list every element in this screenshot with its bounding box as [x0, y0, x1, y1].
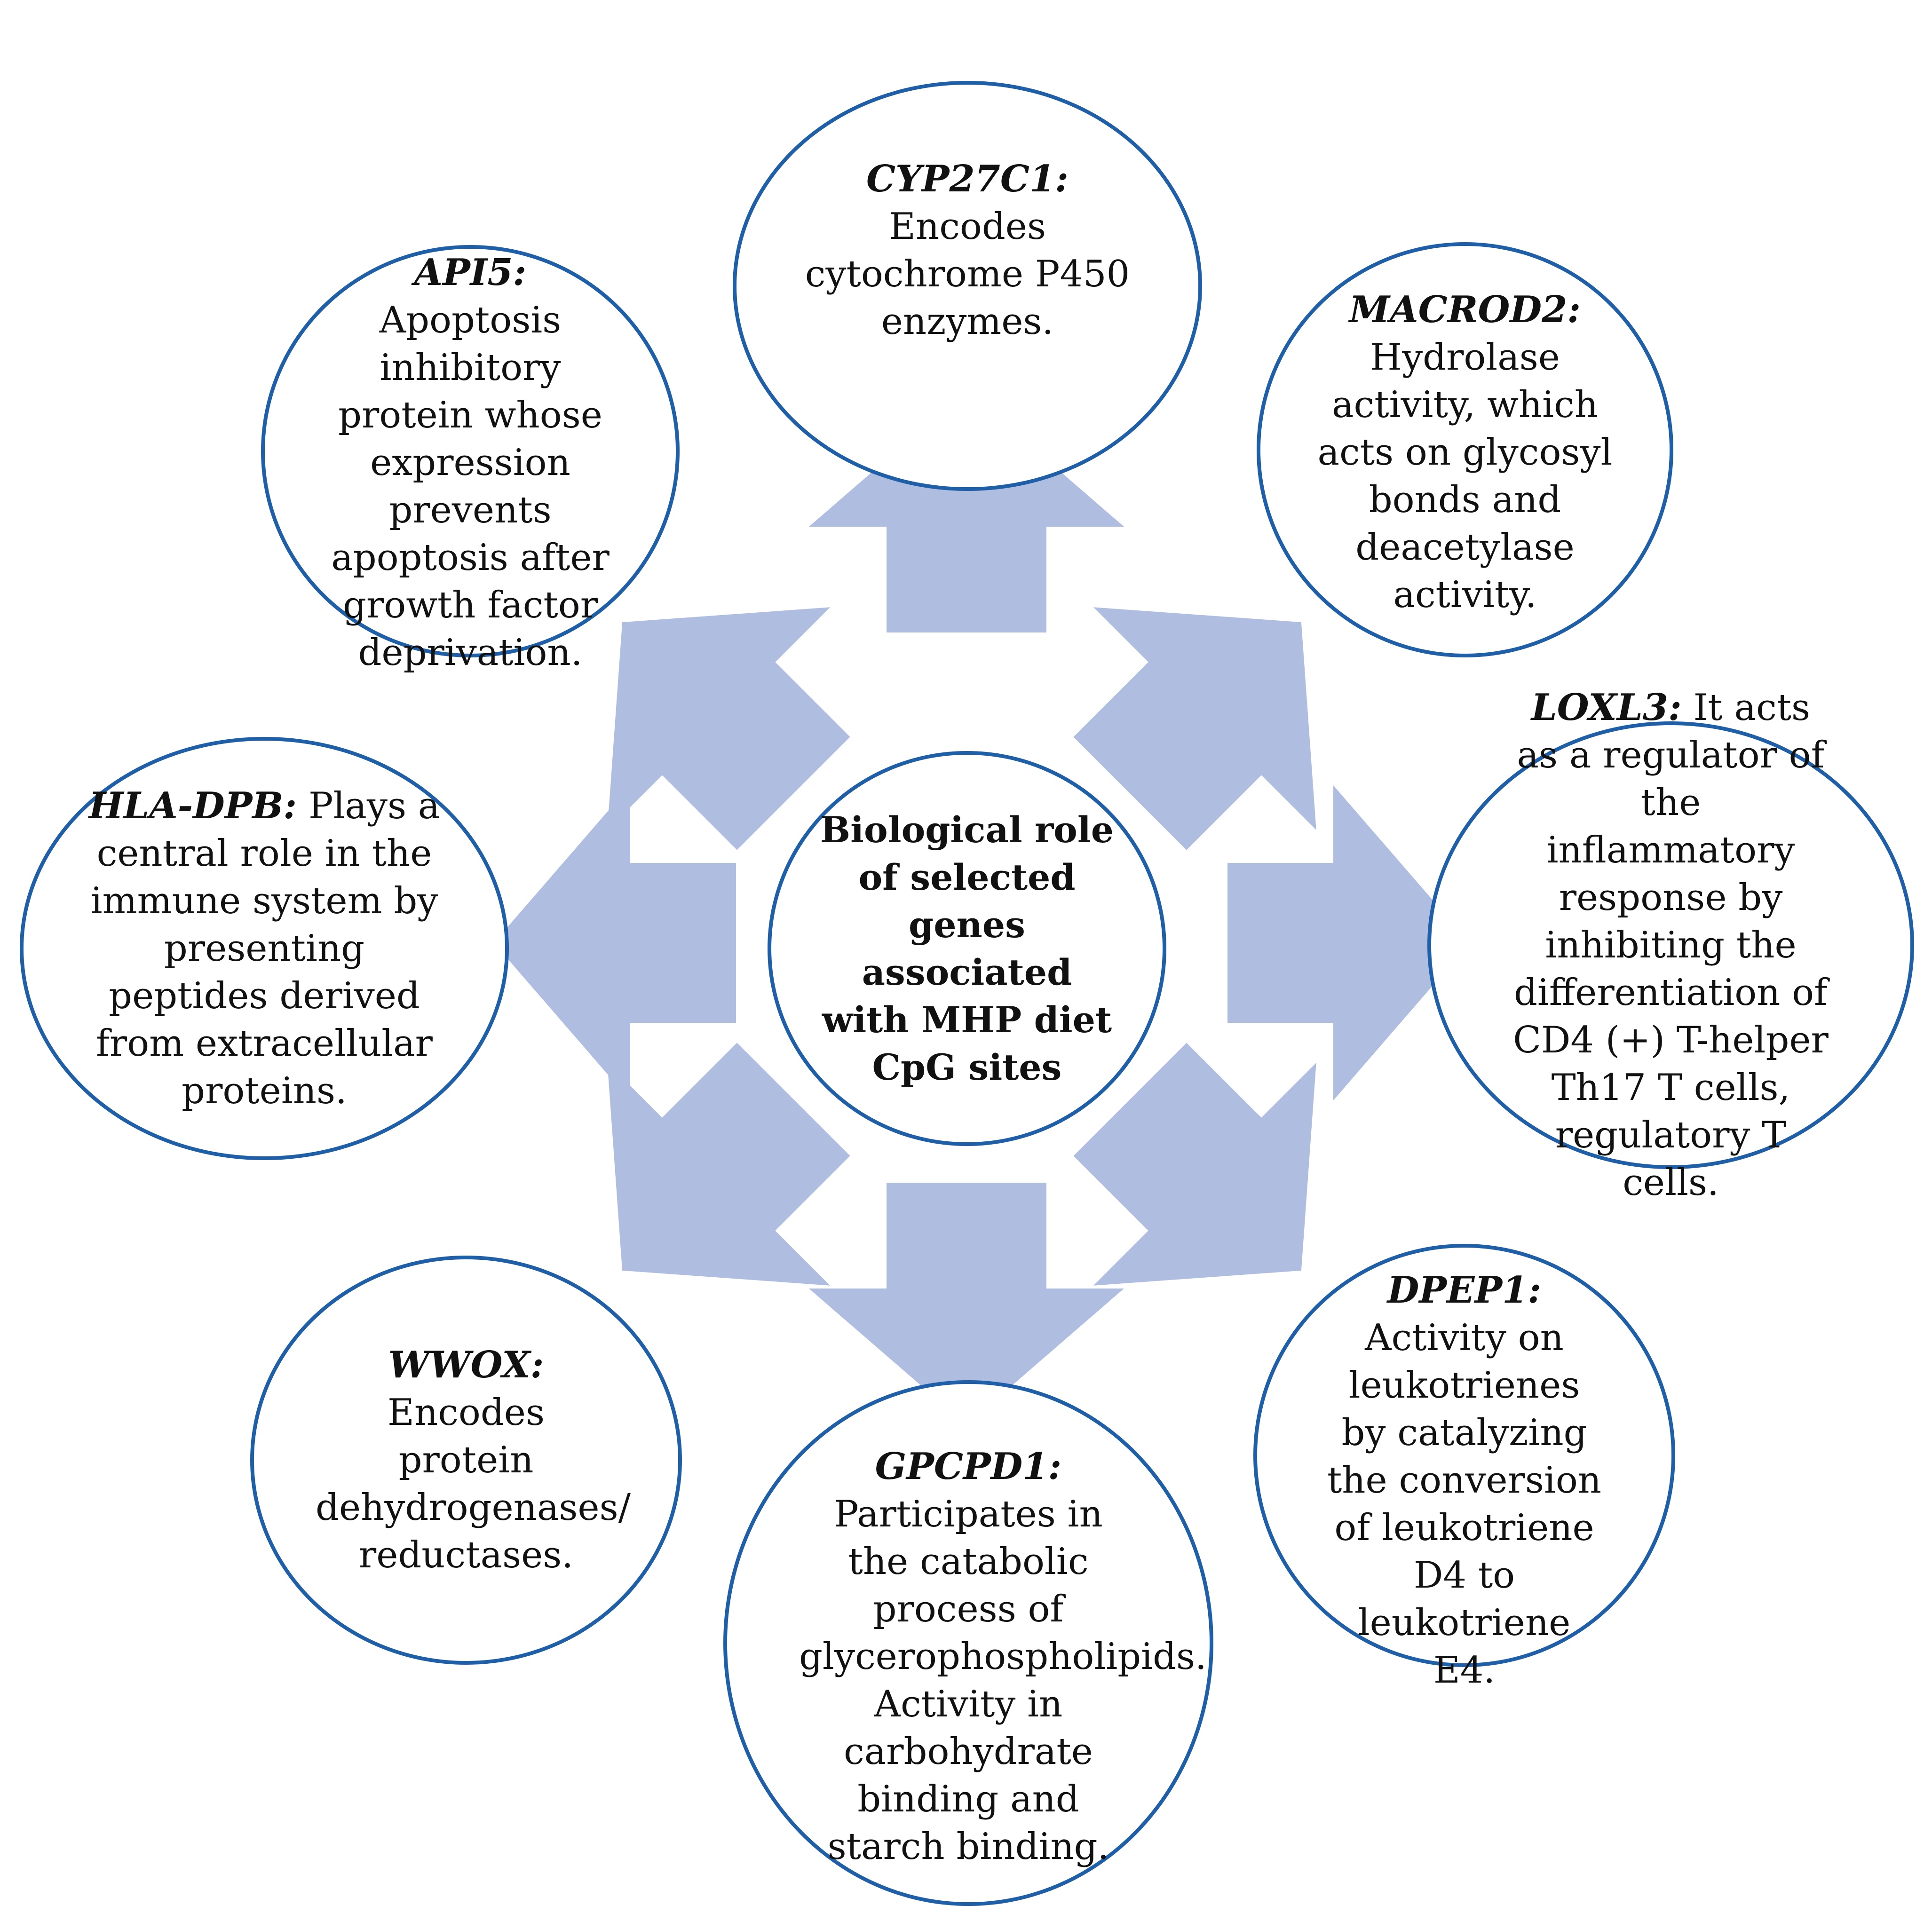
- node-dpep1: DPEP1: Activity on leukotrienes by catal…: [1253, 1244, 1675, 1692]
- gene-name-wwox: WWOX:: [388, 1344, 544, 1386]
- gene-name-macrod2: MACROD2:: [1349, 288, 1581, 331]
- gene-desc-macrod2: Hydrolase activity, which acts on glycos…: [1317, 336, 1613, 616]
- node-cyp27c1: CYP27C1: Encodes cytochrome P450 enzymes…: [733, 81, 1202, 491]
- node-gpcpd1: GPCPD1: Participates in the catabolic pr…: [723, 1380, 1213, 1906]
- node-api5: API5: Apoptosis inhibitory protein whose…: [261, 245, 680, 674]
- gene-desc-hla-dpb: Plays a central role in the immune syste…: [90, 785, 440, 1112]
- gene-desc-loxl3: It acts as a regulator of the inflammato…: [1513, 687, 1829, 1204]
- center-label: Biological role of selected genes associ…: [820, 809, 1114, 1088]
- gene-name-cyp27c1: CYP27C1:: [866, 158, 1069, 200]
- gene-name-dpep1: DPEP1:: [1387, 1269, 1542, 1312]
- gene-name-gpcpd1: GPCPD1:: [875, 1445, 1062, 1488]
- node-wwox: WWOX: Encodes protein dehydrogenases/ re…: [250, 1256, 682, 1665]
- gene-desc-dpep1: Activity on leukotrienes by catalyzing t…: [1327, 1317, 1602, 1692]
- gene-desc-api5: Apoptosis inhibitory protein whose expre…: [331, 299, 610, 674]
- arrow-left-icon: [494, 785, 736, 1100]
- gene-desc-wwox: Encodes protein dehydrogenases/ reductas…: [316, 1391, 631, 1576]
- gene-name-loxl3: LOXL3:: [1531, 686, 1682, 729]
- node-loxl3: LOXL3: It acts as a regulator of the inf…: [1427, 686, 1914, 1204]
- gene-desc-cyp27c1: Encodes cytochrome P450 enzymes.: [805, 206, 1130, 343]
- center-node: Biological role of selected genes associ…: [768, 751, 1166, 1146]
- gene-name-api5: API5:: [414, 251, 527, 294]
- gene-desc-gpcpd1: Participates in the catabolic process of…: [799, 1493, 1207, 1868]
- gene-name-hla-dpb: HLA-DPB:: [88, 784, 297, 827]
- node-hla-dpb: HLA-DPB: Plays a central role in the imm…: [20, 737, 509, 1160]
- node-macrod2: MACROD2: Hydrolase activity, which acts …: [1257, 242, 1673, 657]
